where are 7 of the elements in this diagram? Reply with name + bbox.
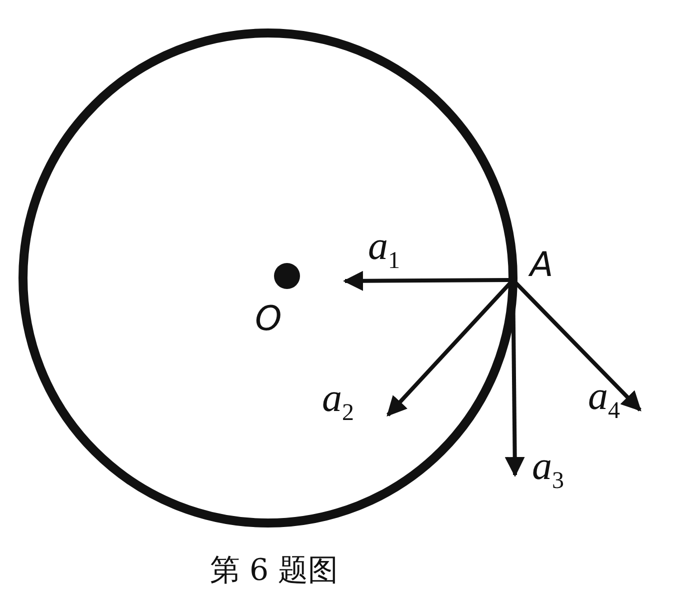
point-label: A <box>530 248 554 282</box>
vector-label: a$_{4}$ <box>588 376 620 423</box>
vector-label: a$_{1}$ <box>368 226 400 273</box>
point-label: O <box>255 302 282 336</box>
vector-label: a$_{3}$ <box>532 446 564 493</box>
caption: 第 6 题图 <box>210 556 338 586</box>
vector-label: a$_{2}$ <box>322 378 354 425</box>
